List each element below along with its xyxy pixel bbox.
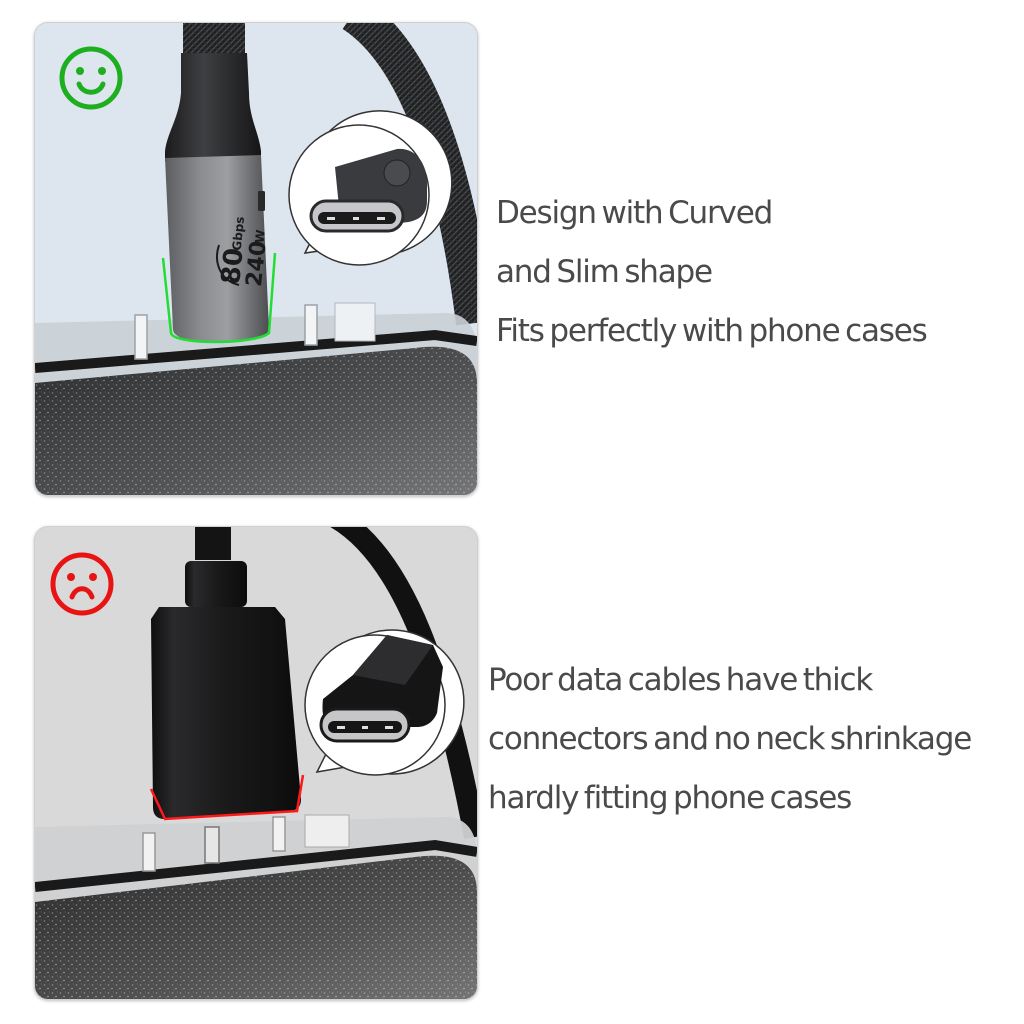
smiley-face-icon (59, 46, 123, 110)
thick-connector-body (151, 607, 301, 819)
caption-line: hardly fitting phone cases (488, 780, 852, 816)
caption-line: connectors and no neck shrinkage (488, 721, 972, 757)
power-unit: W (253, 229, 268, 244)
usb-c-plug-callout (288, 110, 453, 266)
braided-cable (183, 23, 245, 58)
usb-c-plug-callout (304, 629, 465, 776)
caption-line: Poor data cables have thick (488, 662, 873, 698)
bad-cable-panel (34, 526, 478, 1000)
connector-spec-label: 80 Gbps 240 W (216, 216, 272, 288)
caption-line: Design with Curved (496, 195, 773, 231)
caption-line: and Slim shape (496, 254, 713, 290)
cable-glyph-icon (258, 191, 265, 211)
power-value: 240 (242, 240, 272, 288)
cable (195, 527, 231, 560)
misfit-highlight-outline (149, 774, 305, 821)
caption-line: Fits perfectly with phone cases (496, 313, 928, 349)
connector-strain-relief (185, 561, 247, 607)
slim-connector-illustration: 80 Gbps 240 W (35, 23, 477, 495)
bad-cable-caption: Poor data cables have thick connectors a… (488, 651, 972, 828)
braided-cable-loop (342, 23, 477, 326)
cable-loop (330, 527, 477, 840)
connector-neck (165, 53, 261, 161)
good-cable-panel: 80 Gbps 240 W (34, 22, 478, 496)
frowning-face-icon (50, 552, 114, 616)
speed-unit: Gbps (230, 216, 247, 251)
thick-connector-illustration (35, 527, 477, 999)
speed-value: 80 (216, 247, 250, 286)
fit-highlight-outline (161, 252, 277, 344)
good-cable-caption: Design with Curved and Slim shape Fits p… (496, 184, 928, 361)
